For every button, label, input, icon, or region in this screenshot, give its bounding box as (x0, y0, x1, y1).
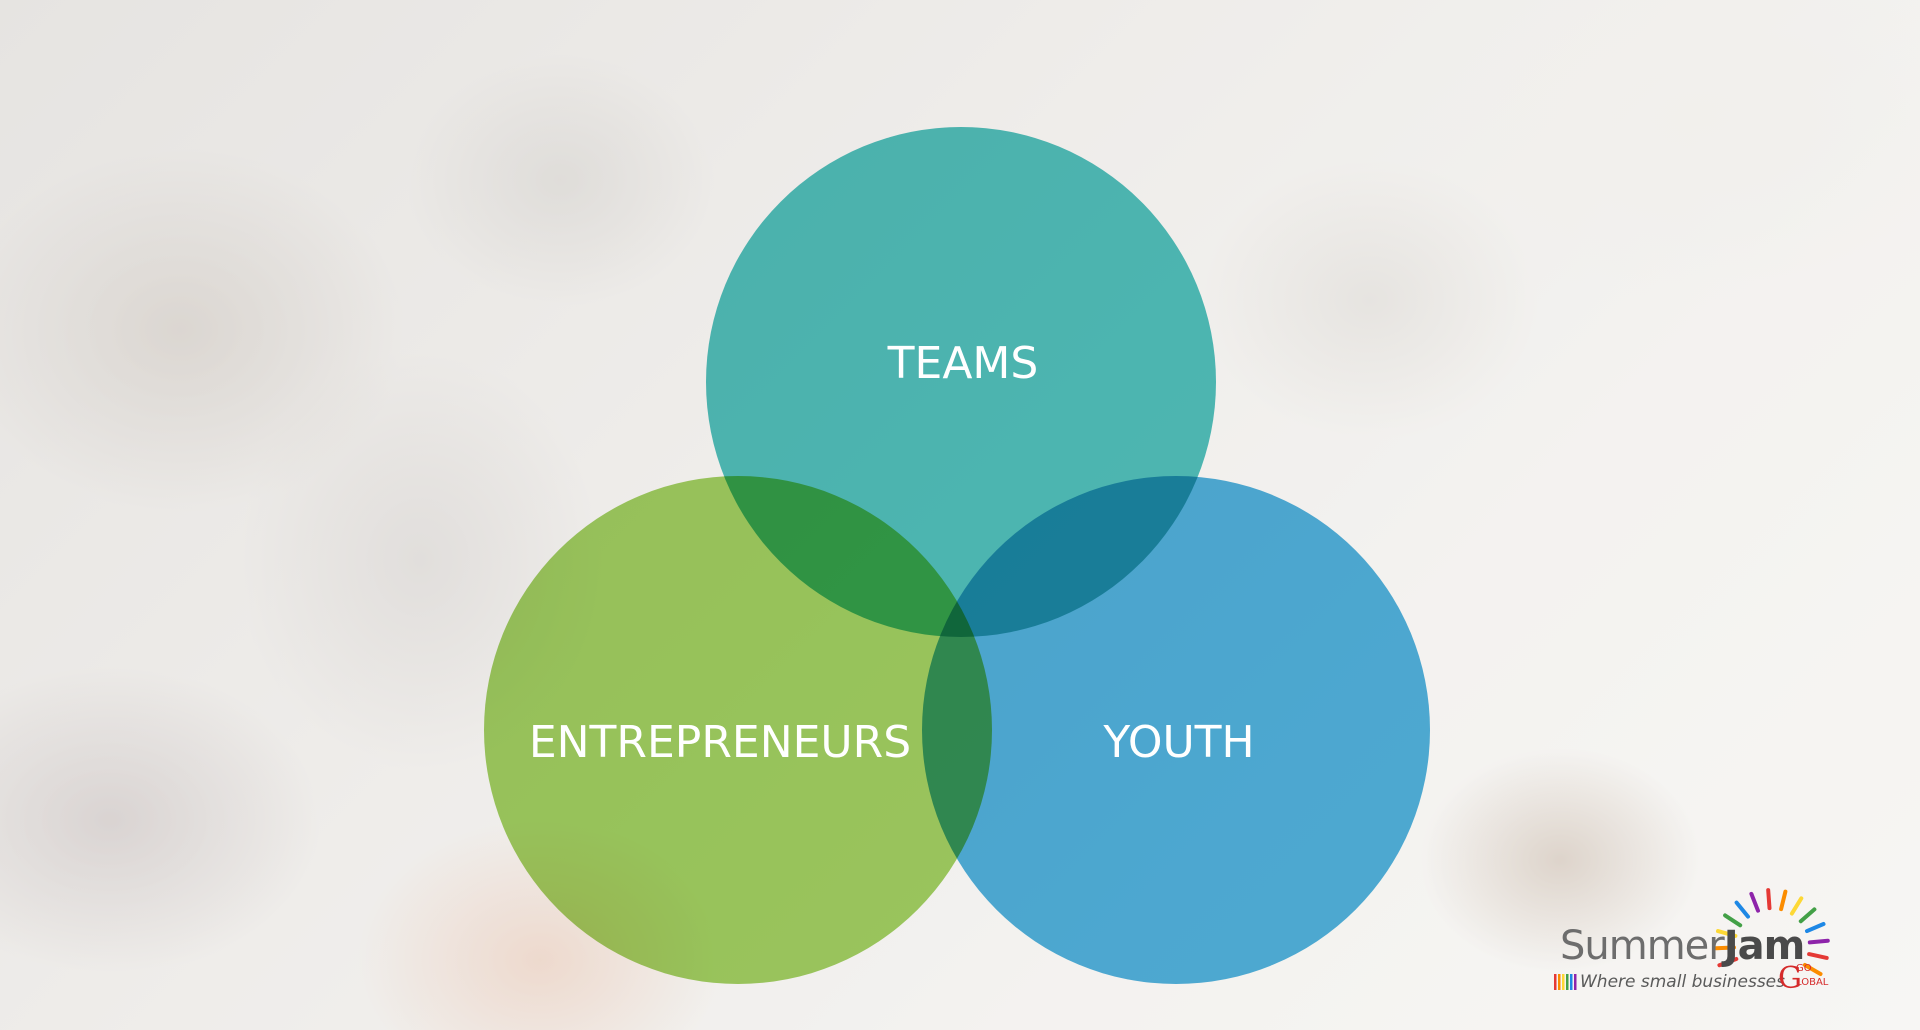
logo-bar (1574, 974, 1577, 990)
logo-ray (1723, 913, 1743, 928)
logo-word-summer: Summer (1560, 923, 1725, 969)
circle-youth (922, 476, 1430, 984)
logo-ray (1766, 888, 1772, 911)
logo-go-letter: G (1778, 961, 1802, 996)
logo-ray (1714, 945, 1736, 951)
logo-bar (1554, 974, 1557, 990)
logo-ray (1749, 891, 1760, 913)
logo-go-small: GO (1796, 963, 1812, 974)
label-youth: YOUTH (1102, 717, 1254, 768)
logo-bar (1558, 974, 1561, 990)
logo-ray (1789, 896, 1804, 916)
logo-sunburst-icon (1554, 888, 1830, 990)
summerjam-logo: SummerJam Where small businesses G GO LO… (1522, 886, 1882, 1006)
logo-ray (1717, 957, 1739, 968)
logo-go-rest: LOBAL (1796, 977, 1829, 988)
logo-ray (1807, 938, 1830, 945)
logo-bar (1570, 974, 1573, 990)
logo-bar (1562, 974, 1565, 990)
logo-go-global: G GO LOBAL (1778, 962, 1838, 1002)
logo-ray (1805, 922, 1826, 934)
logo-ray (1779, 889, 1788, 912)
circle-entrepreneurs (484, 476, 992, 984)
logo-ray (1798, 907, 1817, 924)
logo-title: SummerJam (1560, 923, 1806, 969)
label-teams: TEAMS (887, 338, 1039, 389)
logo-word-jam: Jam (1723, 923, 1806, 969)
logo-ray (1802, 963, 1823, 976)
label-entrepreneurs: ENTREPRENEURS (529, 717, 911, 768)
logo-tagline: Where small businesses (1580, 972, 1785, 992)
logo-ray (1807, 952, 1829, 960)
logo-ray (1734, 900, 1750, 919)
logo-ray (1716, 929, 1738, 938)
logo-bar (1566, 974, 1569, 990)
